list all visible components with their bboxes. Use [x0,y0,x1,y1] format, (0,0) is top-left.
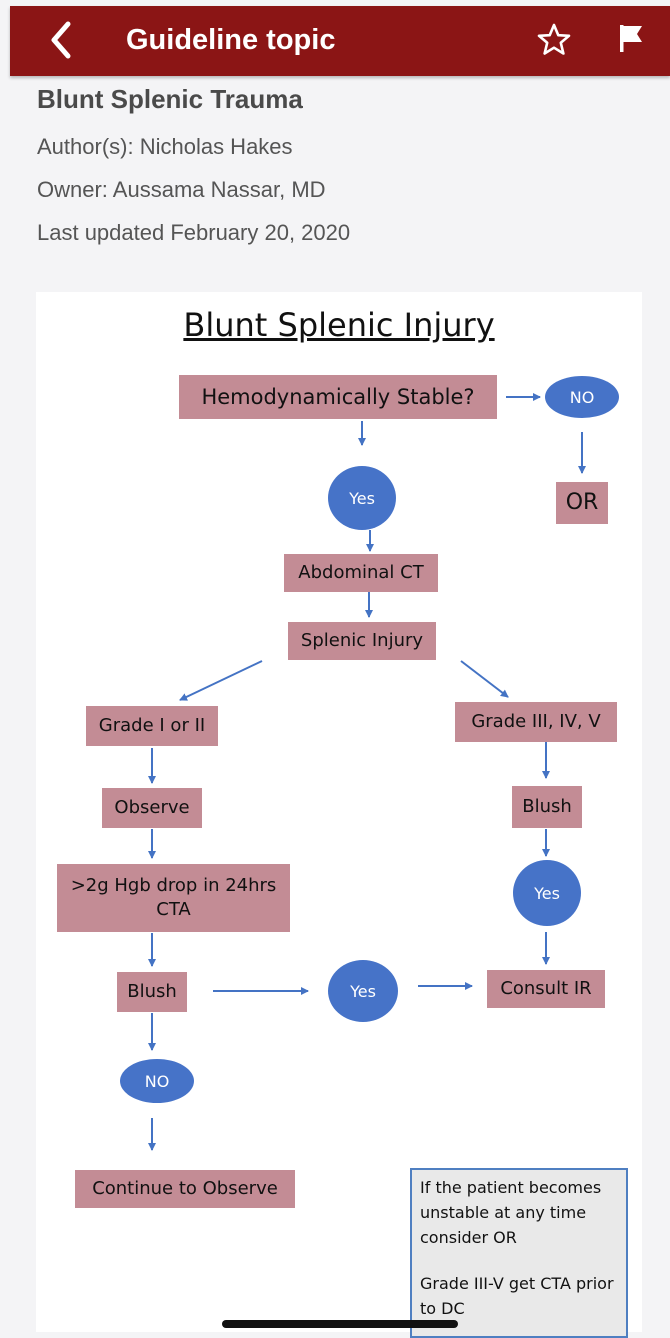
flag-icon [620,25,642,52]
node-hemodynamically-stable: Hemodynamically Stable? [179,375,497,419]
node-or: OR [556,482,608,524]
node-no-bottom: NO [120,1059,194,1103]
page-title: Guideline topic [126,24,336,56]
node-observe: Observe [102,788,202,828]
flowchart-title: Blunt Splenic Injury [183,306,495,344]
node-yes-mid: Yes [328,960,398,1022]
star-icon [537,23,571,55]
report-button[interactable] [616,22,646,54]
node-yes-top: Yes [328,466,396,530]
arrow-injury-to-low [179,660,263,701]
guideline-owner: Owner: Aussama Nassar, MD [37,177,326,202]
node-no-top: NO [545,376,619,418]
node-grade-high: Grade III, IV, V [455,702,617,742]
node-hgb-drop-line2: CTA [156,899,191,920]
guideline-title: Blunt Splenic Trauma [37,84,303,114]
node-splenic-injury: Splenic Injury [288,622,436,660]
node-hgb-drop: >2g Hgb drop in 24hrs CTA [57,864,290,932]
favorite-button[interactable] [536,22,572,58]
node-yes-right: Yes [513,860,581,926]
node-grade-low: Grade I or II [86,706,218,746]
arrow-injury-to-high [460,660,509,698]
node-abdominal-ct: Abdominal CT [284,554,438,592]
node-blush-right: Blush [512,786,582,828]
node-consult-ir: Consult IR [487,970,605,1008]
guideline-authors: Author(s): Nicholas Hakes [37,134,293,159]
guideline-updated: Last updated February 20, 2020 [37,220,351,245]
note-line-1: If the patient becomes unstable at any t… [420,1178,602,1247]
chevron-left-icon [51,21,71,59]
flowchart-note: If the patient becomes unstable at any t… [410,1168,628,1338]
note-line-2: Grade III-V get CTA prior to DC [420,1274,614,1319]
back-button[interactable] [44,18,78,62]
node-continue-observe: Continue to Observe [75,1170,295,1208]
node-blush-left: Blush [117,972,187,1012]
node-hgb-drop-line1: >2g Hgb drop in 24hrs [70,874,277,896]
top-app-bar: Guideline topic [10,6,670,76]
home-indicator[interactable] [222,1320,458,1328]
